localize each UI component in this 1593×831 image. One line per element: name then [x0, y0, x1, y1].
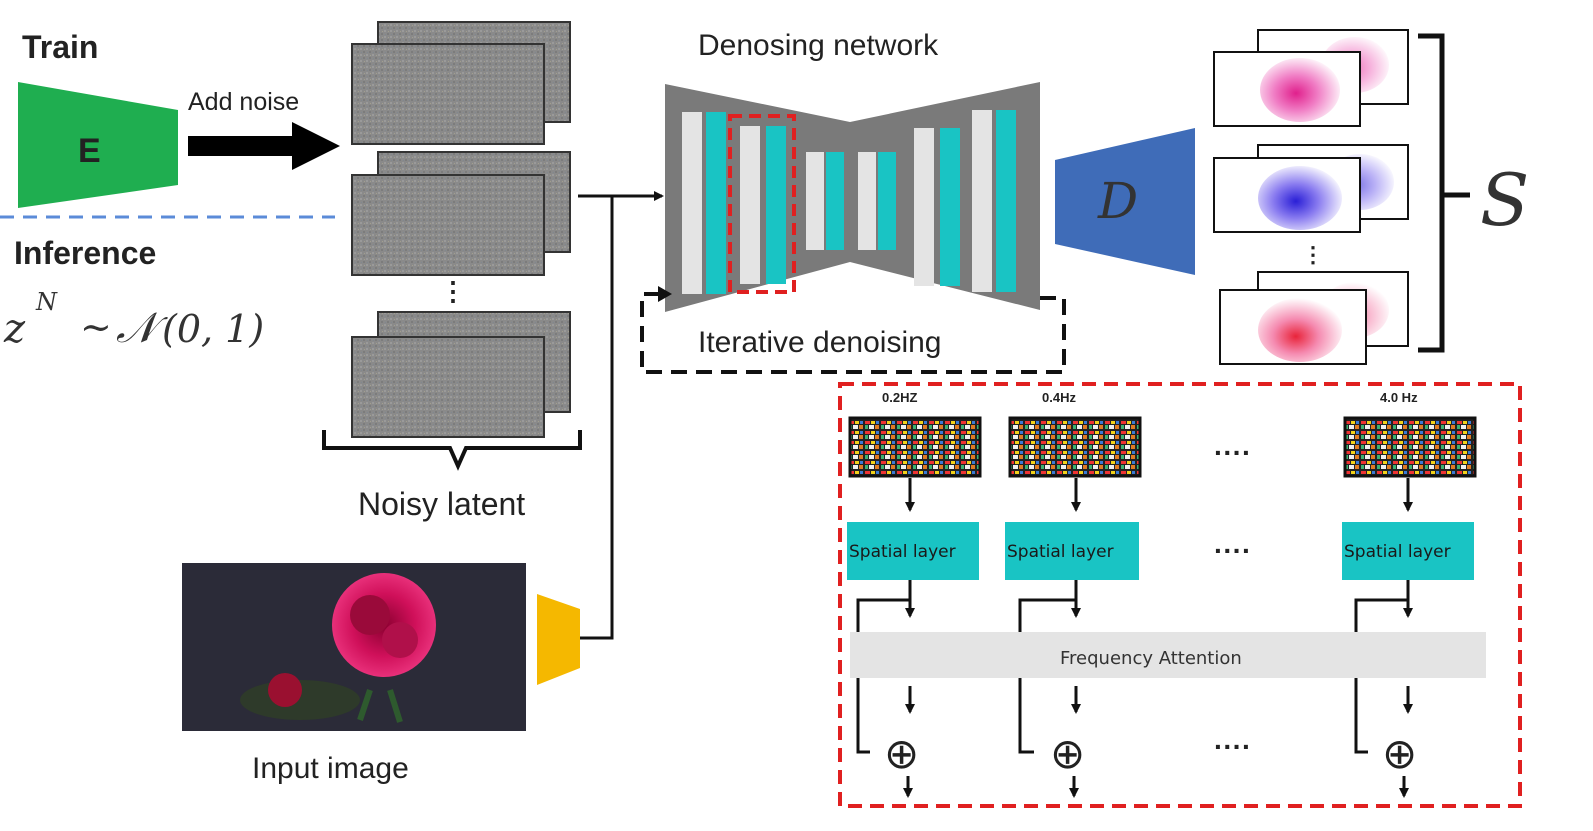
- output-frames-group-1: [1213, 29, 1409, 127]
- inference-label: Inference: [14, 235, 156, 271]
- decoder-label: D: [1097, 172, 1138, 230]
- prior-formula: z N ∼ 𝒩 (0, 1): [3, 288, 264, 352]
- frequency-ellipsis-top: ····: [1214, 437, 1251, 468]
- noisy-latent-stack-2: [351, 151, 571, 276]
- frequency-module-box: [838, 382, 1522, 808]
- noisy-latent-stack-1: [351, 21, 571, 145]
- noisy-latent-label: Noisy latent: [358, 486, 525, 522]
- mosaic-input-2: [1008, 416, 1142, 478]
- image-to-network-line: [580, 196, 614, 640]
- unet-blocks: [682, 110, 1016, 294]
- frequency-label-2: 0.4Hz: [1042, 390, 1076, 405]
- frequency-attention-label: Frequency Attention: [1060, 648, 1242, 669]
- frequency-column-2: 0.4Hz Spatial layer ⊕: [1005, 390, 1142, 798]
- frequency-attention-band: [850, 632, 1486, 678]
- svg-text:(0, 1): (0, 1): [162, 307, 264, 351]
- output-bracket: [1418, 33, 1470, 353]
- input-image-label: Input image: [252, 752, 409, 785]
- svg-text:∼: ∼: [80, 305, 112, 349]
- input-image: [182, 563, 526, 731]
- image-encoder-trapezoid: [537, 594, 580, 685]
- frequency-ellipsis-bottom: ····: [1214, 731, 1251, 762]
- noisy-latent-stack-3: [351, 311, 571, 438]
- spatial-layer-label-2: Spatial layer: [1007, 542, 1114, 562]
- frequency-label-3: 4.0 Hz: [1380, 390, 1418, 405]
- spatial-layer-2: [1005, 522, 1139, 580]
- sum-operator-3: ⊕: [1382, 730, 1417, 777]
- frequency-label-1: 0.2HZ: [882, 390, 917, 405]
- add-noise-arrow: [188, 122, 340, 170]
- add-noise-label: Add noise: [188, 88, 299, 116]
- iterative-denoising-loop: [640, 292, 1066, 374]
- svg-text:z: z: [3, 306, 26, 352]
- mosaic-input-1: [848, 416, 982, 478]
- encoder-trapezoid: [18, 82, 178, 208]
- frequency-column-3: 4.0 Hz Spatial layer ⊕: [1342, 390, 1477, 798]
- mosaic-input-3: [1343, 416, 1477, 478]
- unet-highlight-box: [728, 114, 796, 294]
- train-label: Train: [22, 29, 98, 65]
- frequency-column-1: 0.2HZ Spatial layer ⊕: [847, 390, 982, 798]
- spatial-layer-label-1: Spatial layer: [849, 542, 956, 562]
- frequency-ellipsis-middle: ····: [1214, 535, 1251, 566]
- spatial-layer-3: [1342, 522, 1474, 580]
- iterative-denoising-label: Iterative denoising: [698, 326, 942, 359]
- sum-operator-2: ⊕: [1050, 730, 1085, 777]
- decoder-trapezoid: [1055, 128, 1195, 275]
- denoising-network-label: Denosing network: [698, 29, 939, 62]
- noisy-latent-brace: [322, 430, 582, 471]
- encoder-label: E: [78, 132, 101, 170]
- sum-operator-1: ⊕: [884, 730, 919, 777]
- output-ellipsis: ⋮: [1302, 242, 1324, 267]
- loop-arrowhead: [658, 286, 672, 302]
- svg-text:N: N: [35, 288, 58, 316]
- spatial-layer-label-3: Spatial layer: [1344, 542, 1451, 562]
- spatial-layer-1: [847, 522, 979, 580]
- output-frames-group-3: [1219, 271, 1409, 365]
- output-set-label: S: [1480, 158, 1529, 242]
- latent-ellipsis: ⋮: [440, 276, 466, 306]
- output-frames-group-2: [1213, 144, 1409, 233]
- svg-text:𝒩: 𝒩: [116, 303, 168, 352]
